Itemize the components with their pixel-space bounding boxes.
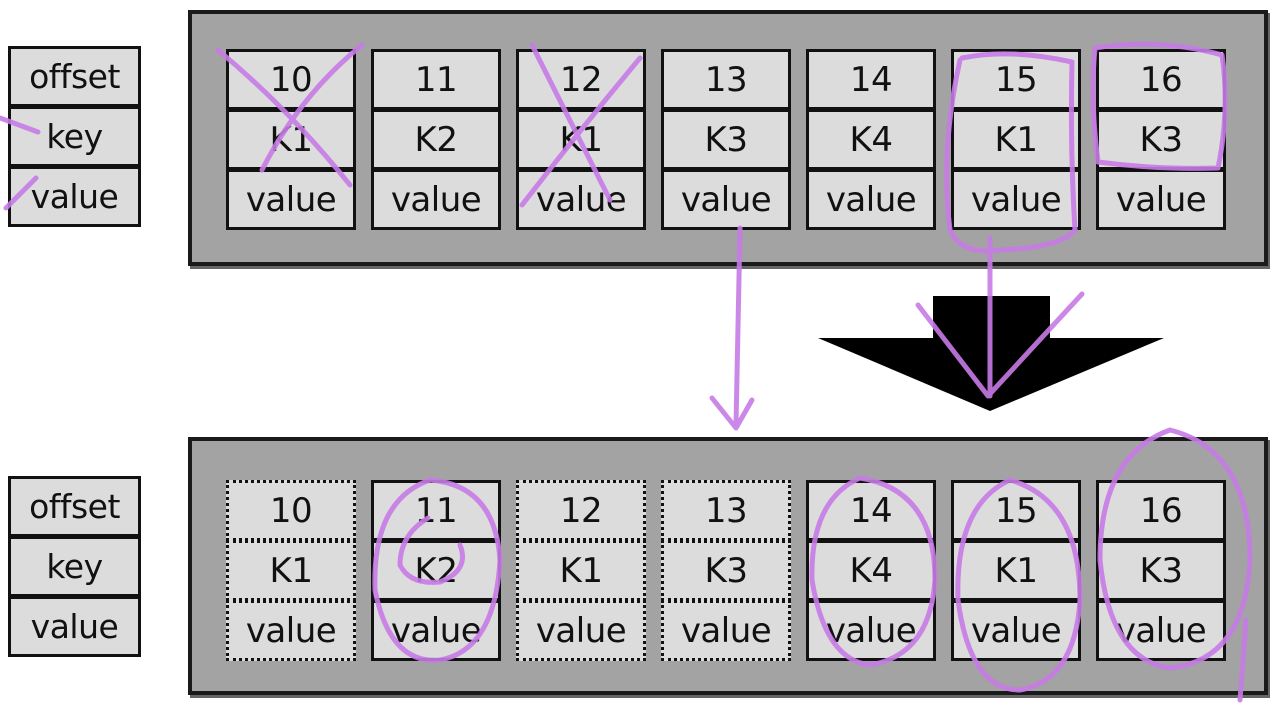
record: 16 K3 value <box>1096 480 1226 661</box>
record-value: value <box>516 169 646 230</box>
record-offset: 16 <box>1096 480 1226 541</box>
record-value: value <box>371 169 501 230</box>
record-offset: 13 <box>661 480 791 541</box>
record-value: value <box>951 600 1081 661</box>
record-value: value <box>1096 169 1226 230</box>
legend-key-label: key <box>8 536 141 597</box>
record-offset: 15 <box>951 480 1081 541</box>
record-value: value <box>806 600 936 661</box>
log-after-compaction: 10 K1 value 11 K2 value 12 K1 value 13 K… <box>188 437 1268 695</box>
record-key: K3 <box>661 540 791 601</box>
record-key: K2 <box>371 109 501 170</box>
record-key: K1 <box>516 540 646 601</box>
record-key: K4 <box>806 109 936 170</box>
record: 10 K1 value <box>226 49 356 230</box>
record-removed: 13 K3 value <box>661 480 791 661</box>
record-offset: 12 <box>516 49 646 110</box>
legend-top: offset key value <box>8 46 141 227</box>
record-value: value <box>951 169 1081 230</box>
record-value: value <box>1096 600 1226 661</box>
record-offset: 13 <box>661 49 791 110</box>
log-before-compaction: 10 K1 value 11 K2 value 12 K1 value 13 K… <box>188 10 1268 266</box>
record-offset: 15 <box>951 49 1081 110</box>
record-offset: 12 <box>516 480 646 541</box>
record-offset: 14 <box>806 480 936 541</box>
record: 15 K1 value <box>951 49 1081 230</box>
record-value: value <box>661 169 791 230</box>
record-key: K1 <box>516 109 646 170</box>
record: 15 K1 value <box>951 480 1081 661</box>
record-value: value <box>226 600 356 661</box>
record-key: K4 <box>806 540 936 601</box>
record-key: K3 <box>1096 540 1226 601</box>
record-value: value <box>516 600 646 661</box>
legend-key-label: key <box>8 106 141 167</box>
record-offset: 11 <box>371 480 501 541</box>
record: 14 K4 value <box>806 49 936 230</box>
record-key: K1 <box>226 109 356 170</box>
record-offset: 14 <box>806 49 936 110</box>
record: 14 K4 value <box>806 480 936 661</box>
legend-value-label: value <box>8 596 141 657</box>
record-value: value <box>371 600 501 661</box>
record-removed: 12 K1 value <box>516 480 646 661</box>
record-value: value <box>226 169 356 230</box>
legend-bottom: offset key value <box>8 476 141 657</box>
record-value: value <box>661 600 791 661</box>
record-offset: 11 <box>371 49 501 110</box>
record-key: K1 <box>951 109 1081 170</box>
record-offset: 16 <box>1096 49 1226 110</box>
record: 11 K2 value <box>371 49 501 230</box>
record: 12 K1 value <box>516 49 646 230</box>
legend-offset-label: offset <box>8 46 141 107</box>
record-key: K3 <box>661 109 791 170</box>
compaction-arrow-icon <box>818 296 1164 411</box>
record: 16 K3 value <box>1096 49 1226 230</box>
record-value: value <box>806 169 936 230</box>
record-offset: 10 <box>226 480 356 541</box>
legend-value-label: value <box>8 166 141 227</box>
record: 11 K2 value <box>371 480 501 661</box>
record: 13 K3 value <box>661 49 791 230</box>
legend-offset-label: offset <box>8 476 141 537</box>
record-key: K1 <box>226 540 356 601</box>
record-key: K3 <box>1096 109 1226 170</box>
record-offset: 10 <box>226 49 356 110</box>
record-key: K1 <box>951 540 1081 601</box>
record-key: K2 <box>371 540 501 601</box>
record-removed: 10 K1 value <box>226 480 356 661</box>
